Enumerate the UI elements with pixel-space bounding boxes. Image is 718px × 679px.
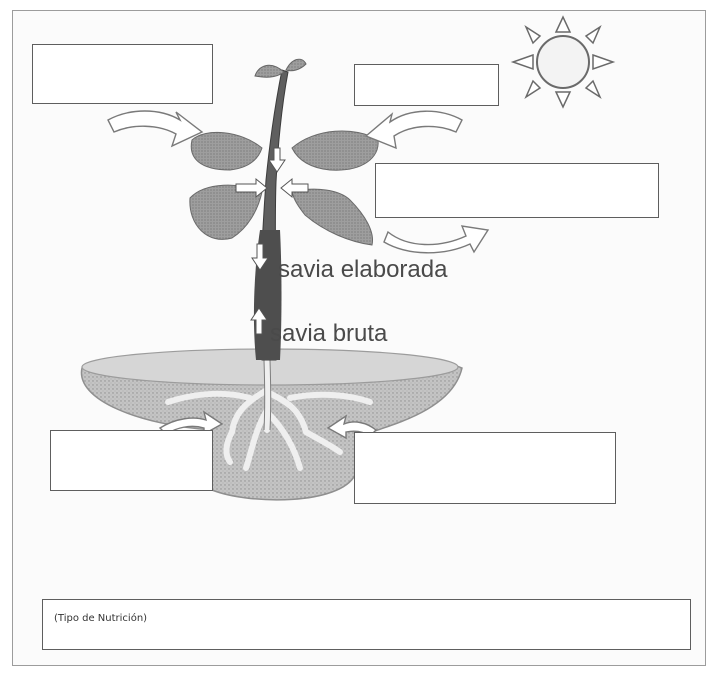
label-savia-bruta: savia bruta: [270, 322, 387, 346]
nutrition-type-label: (Tipo de Nutrición): [54, 613, 147, 624]
answer-box-right-leaf[interactable]: [375, 163, 659, 218]
sun-icon: [513, 17, 613, 107]
answer-box-top-left[interactable]: [32, 44, 213, 104]
arrow-transpiration: [384, 226, 488, 253]
arrow-co2-in: [108, 111, 202, 146]
top-sprout: [255, 59, 306, 77]
answer-box-bottom-left[interactable]: [50, 430, 213, 491]
answer-box-top-right[interactable]: [354, 64, 499, 106]
nutrition-type-box[interactable]: (Tipo de Nutrición): [42, 599, 691, 650]
arrow-o2-out: [366, 111, 462, 148]
answer-box-bottom-right[interactable]: [354, 432, 616, 504]
label-savia-elaborada: savia elaborada: [278, 258, 447, 282]
